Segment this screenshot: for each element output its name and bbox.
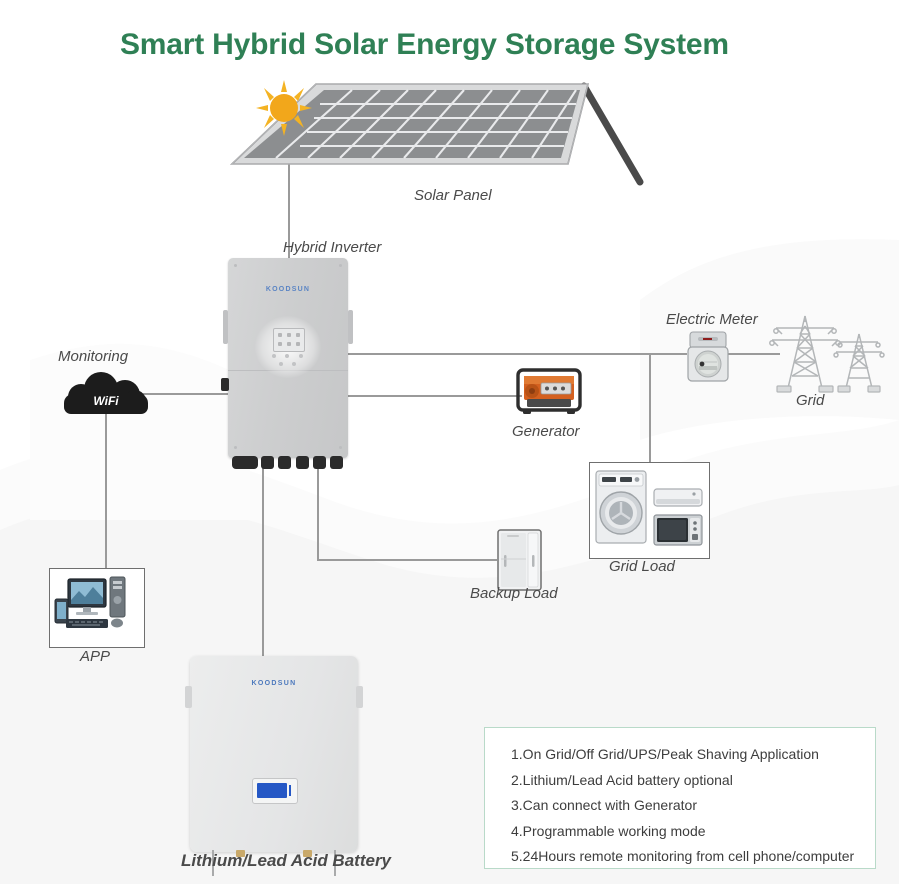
battery-label: Lithium/Lead Acid Battery [181, 851, 392, 870]
grid-load-label: Grid Load [609, 558, 675, 575]
features-list: 1.On Grid/Off Grid/UPS/Peak Shaving Appl… [485, 728, 875, 870]
battery-terminal-negative [303, 850, 312, 857]
refrigerator-icon [497, 529, 542, 591]
appliances-icon [595, 470, 703, 546]
grid-load-box [589, 462, 710, 559]
battery-terminal-positive [236, 850, 245, 857]
generator-label: Generator [512, 423, 580, 440]
battery-brand-logo: KOODSUN [251, 680, 297, 687]
inverter-brand-logo: KOODSUN [265, 286, 311, 293]
wire-wifi-to-app [105, 414, 107, 569]
wire-bus-to-grid-load [649, 353, 651, 463]
grid-label: Grid [796, 392, 825, 409]
feature-item: 4.Programmable working mode [511, 822, 706, 839]
inverter-keypad [272, 354, 304, 368]
wire-inverter-to-backup-right [317, 559, 497, 561]
wire-solar-to-inverter [288, 160, 290, 260]
wifi-label: WiFi [93, 394, 119, 408]
features-panel: 1.On Grid/Off Grid/UPS/Peak Shaving Appl… [484, 727, 876, 869]
wire-inverter-to-meter [347, 353, 687, 355]
wire-wifi-to-inverter [143, 393, 229, 395]
inverter-icon: KOODSUN [221, 258, 353, 469]
hybrid-inverter-label: Hybrid Inverter [283, 239, 382, 256]
sun-icon [256, 80, 312, 136]
transmission-tower-icon [758, 310, 888, 402]
wifi-cloud-icon: WiFi [62, 372, 150, 416]
feature-item: 3.Can connect with Generator [511, 797, 697, 813]
battery-left-bracket [185, 686, 192, 708]
wire-meter-to-grid [728, 353, 780, 355]
app-box [49, 568, 145, 648]
computer-phone-icon [54, 576, 126, 628]
inverter-display [273, 328, 305, 352]
app-label: APP [80, 648, 111, 665]
battery-pack-icon: KOODSUN [185, 656, 363, 876]
wire-inverter-to-generator [347, 395, 522, 397]
wire-inverter-to-backup-down [317, 468, 319, 560]
inverter-antenna-port [221, 378, 229, 391]
wire-inverter-to-battery [262, 468, 264, 658]
electric-meter-label: Electric Meter [666, 311, 758, 328]
inverter-left-bracket [223, 310, 228, 344]
monitoring-label: Monitoring [58, 348, 129, 365]
inverter-connectors [230, 456, 346, 472]
page-title: Smart Hybrid Solar Energy Storage System [120, 28, 729, 61]
electric-meter-icon [686, 330, 730, 384]
solar-panel-icon [228, 78, 658, 193]
battery-right-bracket [356, 686, 363, 708]
feature-item: 2.Lithium/Lead Acid battery optional [511, 771, 733, 788]
backup-load-label: Backup Load [470, 585, 558, 602]
battery-display [252, 778, 298, 804]
solar-panel-label: Solar Panel [414, 187, 492, 204]
generator-icon [515, 366, 583, 420]
feature-item: 5.24Hours remote monitoring from cell ph… [511, 848, 855, 864]
inverter-right-bracket [348, 310, 353, 344]
feature-item: 1.On Grid/Off Grid/UPS/Peak Shaving Appl… [511, 746, 819, 762]
